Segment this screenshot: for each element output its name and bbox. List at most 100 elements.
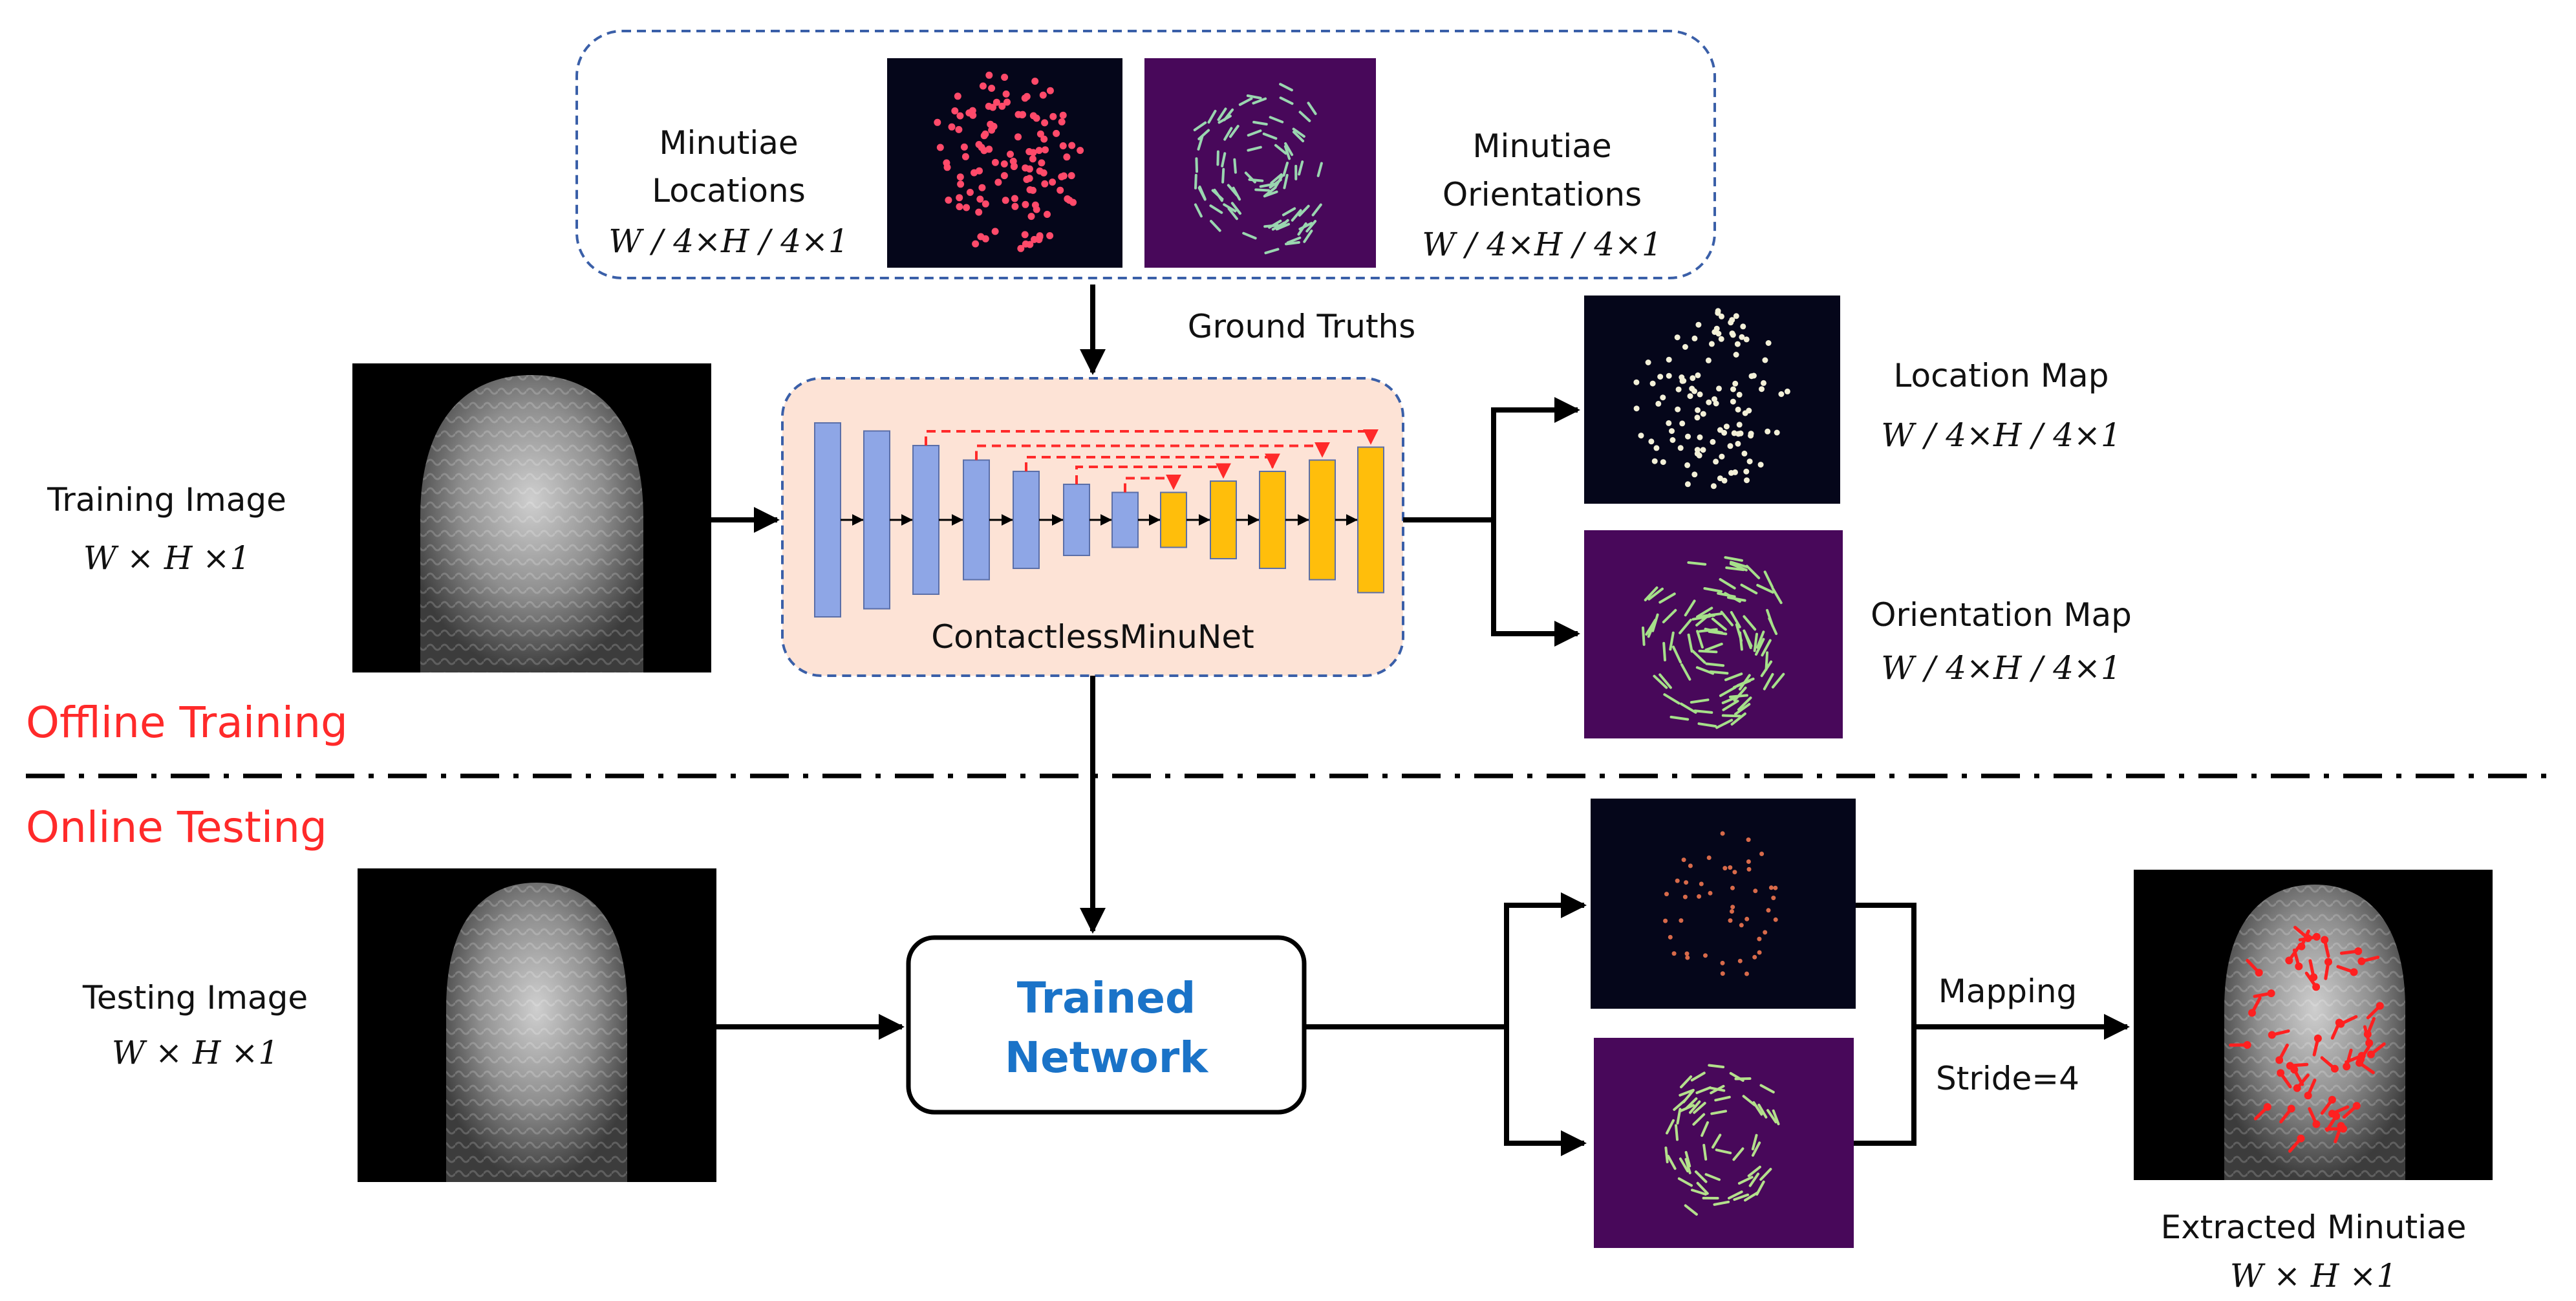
- minutia-orientation-stroke: [1227, 207, 1238, 220]
- predicted-orientation-strokes: [1664, 1064, 1780, 1216]
- minutia-orientation-stroke: [1282, 207, 1296, 217]
- orientation-map-stroke: [1697, 722, 1717, 728]
- predicted-orientation-stroke: [1712, 1134, 1722, 1149]
- minutia-location-dot: [985, 71, 993, 79]
- orientation-map-stroke: [1691, 649, 1706, 664]
- minutia-orientation-stroke: [1311, 203, 1322, 217]
- location-map-dot: [1743, 468, 1750, 475]
- minutia-location-dot: [1002, 90, 1010, 98]
- minutia-location-dot: [954, 92, 961, 100]
- orientation-map-stroke: [1705, 662, 1725, 667]
- minutia-location-dot: [1042, 146, 1049, 154]
- extracted-minutia-direction: [2288, 1062, 2309, 1068]
- minutia-orientation-stroke: [1292, 131, 1305, 143]
- minutia-location-dot: [1036, 130, 1044, 138]
- minutia-location-dot: [955, 125, 963, 133]
- location-map-dot: [1718, 336, 1724, 342]
- location-map-dot: [1759, 386, 1765, 392]
- minutia-orientation-stroke: [1305, 220, 1317, 233]
- predicted-location-dot: [1730, 909, 1734, 914]
- minutia-orientation-stroke: [1262, 133, 1278, 140]
- predicted-location-dot: [1685, 955, 1690, 960]
- location-map-dot: [1717, 475, 1723, 482]
- predicted-orientation-stroke: [1666, 1119, 1675, 1135]
- encoder-layer: [1063, 484, 1090, 556]
- minutia-location-dot: [982, 200, 989, 208]
- orientation-map-stroke: [1704, 642, 1723, 652]
- extracted-minutia-direction: [2359, 955, 2380, 963]
- location-map-dot: [1675, 406, 1681, 413]
- location-map-dot: [1679, 420, 1686, 427]
- orientation-map-stroke: [1669, 715, 1690, 721]
- extracted-minutia-direction: [2308, 1107, 2318, 1126]
- location-map-dot: [1736, 391, 1743, 398]
- minutia-location-dot: [1035, 147, 1043, 155]
- orientation-map-stroke: [1696, 630, 1704, 649]
- orientation-map-stroke: [1768, 617, 1778, 636]
- minutia-orientation-stroke: [1316, 162, 1323, 177]
- location-map-dot: [1633, 379, 1640, 385]
- orientation-map-stroke: [1725, 566, 1744, 572]
- predicted-location-dot: [1773, 885, 1778, 890]
- minutia-location-dot: [1044, 211, 1051, 218]
- minutia-location-dot: [1068, 172, 1075, 180]
- orientation-map-stroke: [1736, 677, 1755, 687]
- predicted-location-dot: [1688, 863, 1693, 868]
- minutia-location-dot: [1002, 197, 1009, 204]
- orientation-map-stroke: [1733, 686, 1747, 702]
- location-map-dot: [1762, 357, 1768, 363]
- minutia-location-dot: [1046, 87, 1054, 94]
- minutia-location-dot: [1059, 111, 1067, 119]
- minutia-orientation-stroke: [1263, 224, 1279, 228]
- minutia-orientation-stroke: [1279, 96, 1294, 105]
- location-map-dot: [1713, 458, 1719, 465]
- minutia-location-dot: [976, 195, 984, 203]
- location-map-dot: [1675, 386, 1682, 392]
- minutia-location-dot: [980, 132, 988, 140]
- predicted-location-dot: [1730, 885, 1735, 890]
- predicted-location-dot: [1663, 918, 1668, 923]
- location-map-label: Location Map: [1894, 357, 2109, 394]
- minutiae-orientations-label-line1: Minutiae: [1472, 127, 1611, 165]
- extracted-minutia-direction: [2293, 925, 2310, 940]
- predicted-orientation-stroke: [1732, 1147, 1744, 1161]
- orientation-map-stroke: [1745, 564, 1761, 579]
- extracted-minutiae-label: Extracted Minutiae: [2161, 1209, 2467, 1246]
- location-map-dot: [1666, 420, 1672, 426]
- orientation-map-stroke: [1755, 638, 1765, 656]
- location-map-dot: [1741, 450, 1748, 457]
- minutia-location-dot: [979, 82, 987, 90]
- orientation-map-stroke: [1687, 561, 1707, 566]
- minutia-location-dot: [994, 178, 1002, 186]
- location-map-dot: [1677, 445, 1684, 451]
- orientation-map-stroke: [1720, 610, 1733, 627]
- predicted-orientation-stroke: [1737, 1176, 1754, 1185]
- location-map-dot: [1730, 386, 1736, 392]
- minutia-location-dot: [1007, 151, 1014, 158]
- minutia-orientation-stroke: [1194, 203, 1203, 218]
- predicted-orientation-stroke: [1714, 1095, 1731, 1102]
- location-map-dot: [1746, 458, 1753, 465]
- location-map-dot: [1695, 372, 1701, 378]
- location-map-dot: [1727, 443, 1733, 449]
- minutia-location-dot: [975, 208, 983, 216]
- location-map-dot: [1715, 310, 1721, 316]
- orientation-map-stroke: [1756, 584, 1774, 594]
- predicted-location-dot: [1739, 923, 1744, 928]
- location-map-dot: [1737, 430, 1744, 436]
- predicted-orientation-stroke: [1667, 1155, 1677, 1170]
- location-map-dots: [1633, 308, 1790, 489]
- extracted-minutia-direction: [2339, 949, 2360, 955]
- predicted-orientation-stroke: [1747, 1165, 1761, 1177]
- location-map-dot: [1710, 438, 1716, 445]
- orientation-map-stroke: [1753, 632, 1758, 652]
- minutia-orientation-stroke: [1283, 145, 1291, 160]
- extracted-minutia-direction: [2287, 945, 2301, 962]
- minutia-location-dot: [1040, 135, 1048, 143]
- minutia-location-dot: [1001, 74, 1009, 81]
- extracted-minutia-direction: [2369, 1042, 2386, 1057]
- predicted-orientation-stroke: [1675, 1124, 1679, 1141]
- location-map-dot: [1700, 447, 1706, 453]
- orientation-map-stroke: [1722, 700, 1739, 711]
- minutia-orientation-stroke: [1213, 188, 1223, 202]
